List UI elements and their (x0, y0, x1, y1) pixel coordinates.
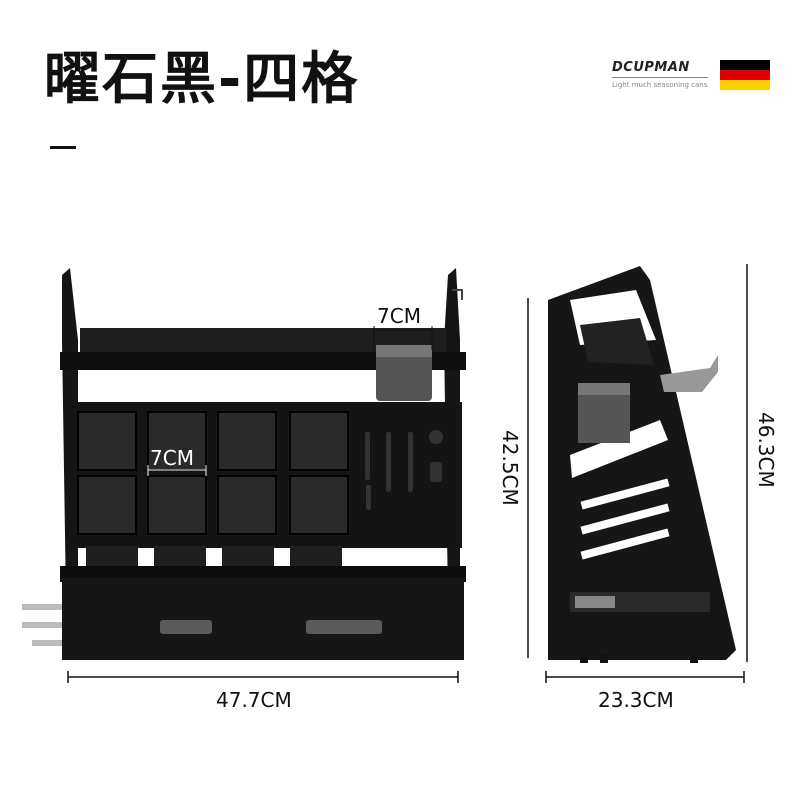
title-underline (50, 146, 76, 149)
german-flag-icon (720, 60, 770, 90)
page-title: 曜石黑-四格 (44, 47, 360, 112)
brand-tagline: Light much seasoning cans (612, 81, 708, 89)
brand-name: DCUPMAN (612, 60, 690, 75)
side-depth-label: 23.3CM (598, 688, 674, 712)
brand-logo: DCUPMAN Light much seasoning cans (612, 60, 712, 89)
front-height-label: 42.5CM (498, 430, 522, 506)
front-width-label: 47.7CM (216, 688, 292, 712)
front-view-rack (22, 268, 466, 660)
flag-stripe-black (720, 60, 770, 70)
flag-stripe-red (720, 70, 770, 80)
flag-stripe-gold (720, 80, 770, 90)
side-height-label: 46.3CM (754, 412, 778, 488)
brand-divider (612, 77, 708, 78)
cup-width-label: 7CM (377, 304, 421, 328)
side-view-rack (548, 266, 736, 663)
compartment-width-label: 7CM (150, 446, 194, 470)
